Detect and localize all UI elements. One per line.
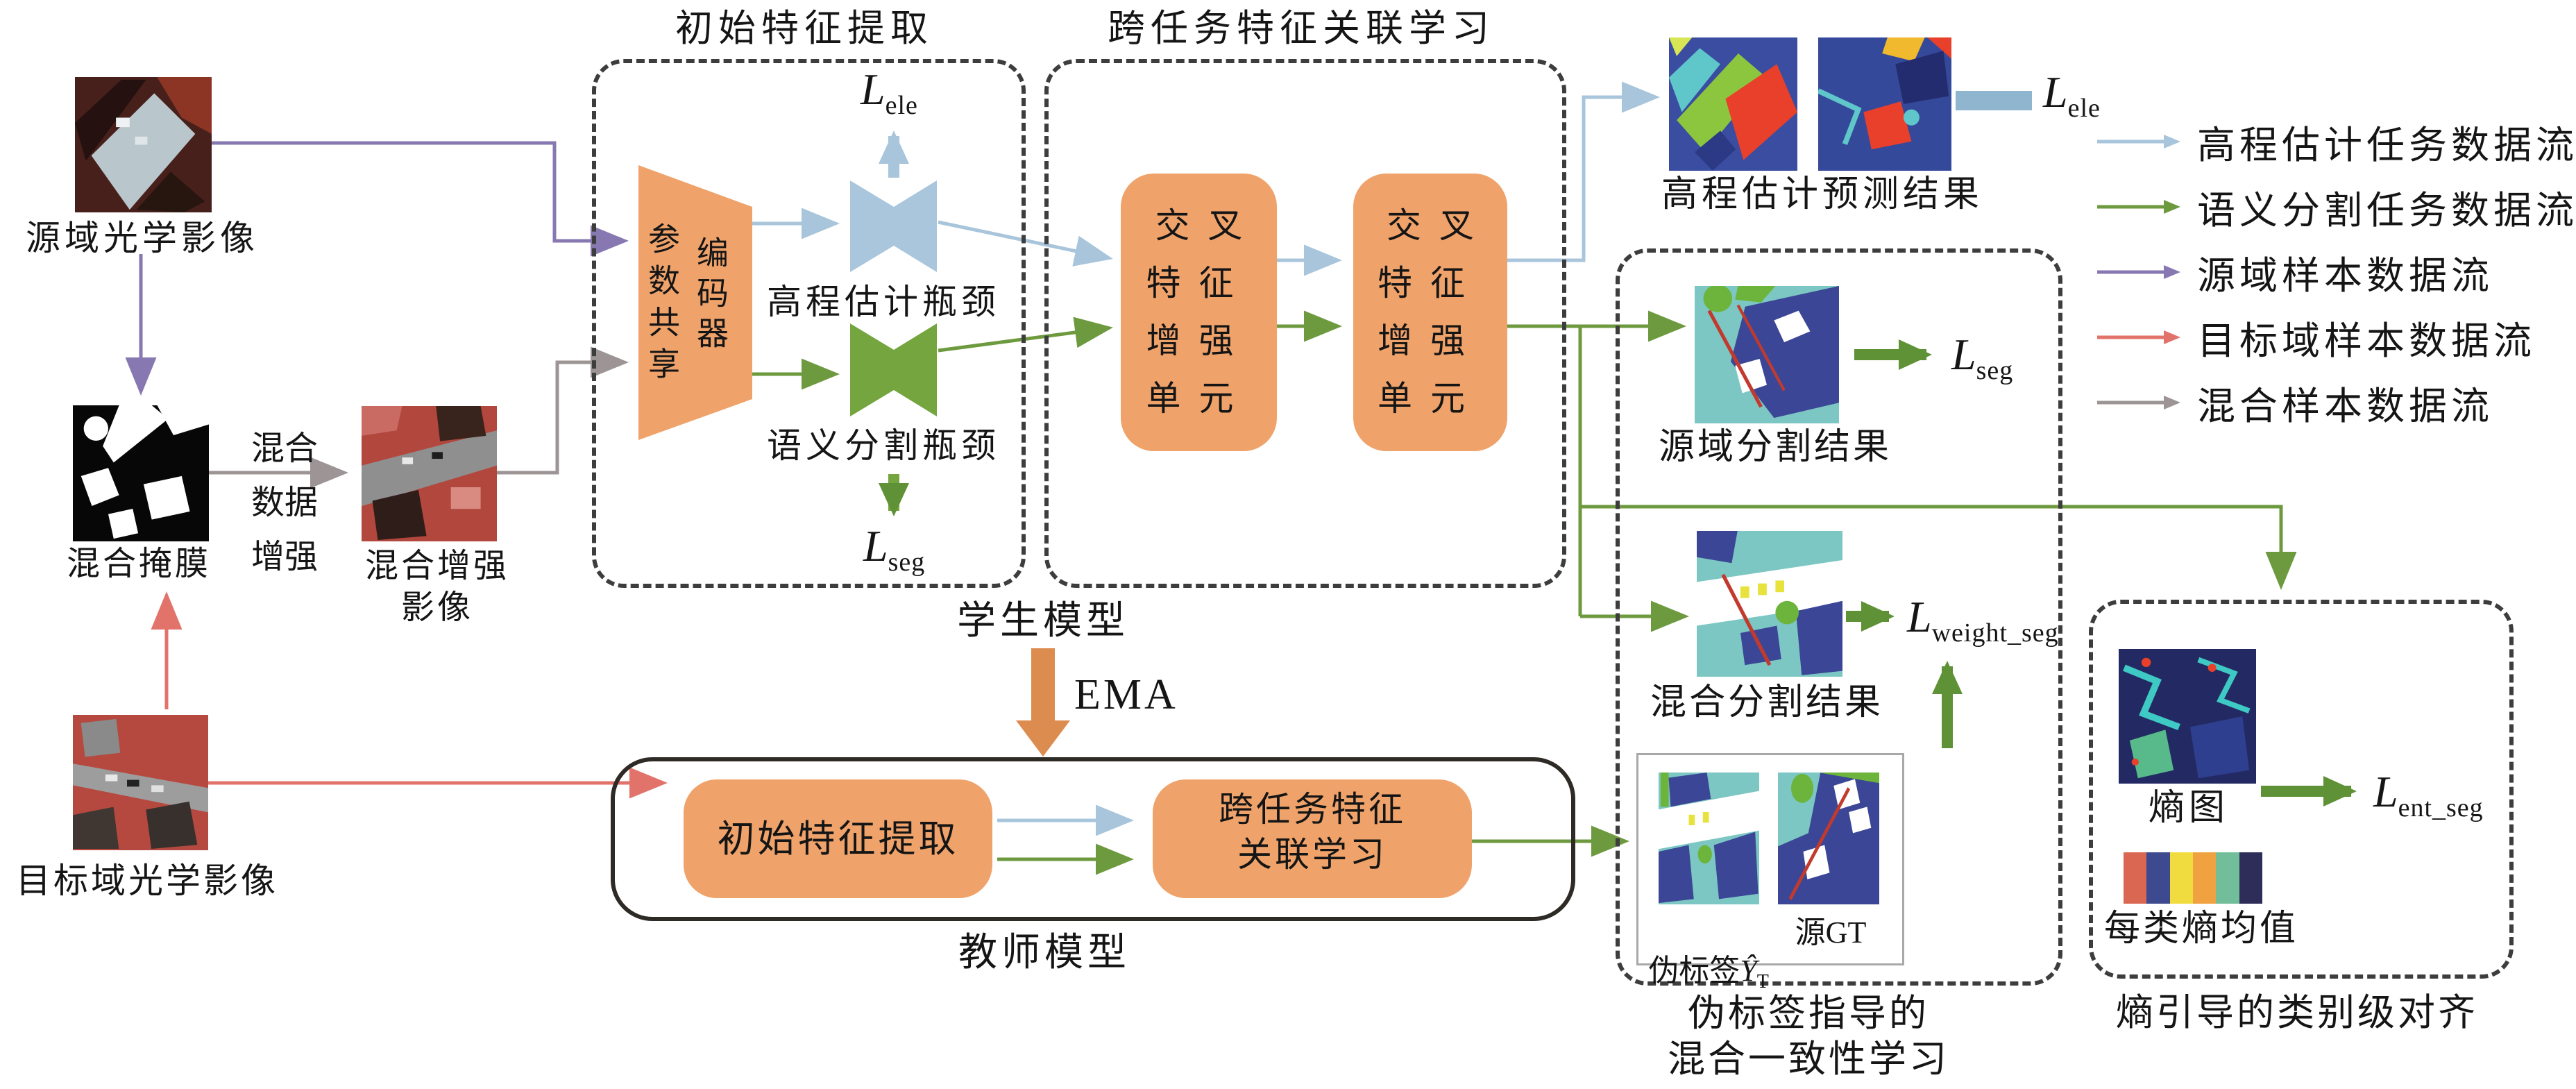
target-flow-arrow-icon	[2097, 330, 2180, 344]
source-flow-arrow-icon	[2097, 265, 2180, 279]
pseudo-label-consistency-box	[1616, 248, 2062, 986]
colorbar-segment	[2146, 852, 2170, 904]
elevation-result-caption: 高程估计预测结果	[1661, 175, 1983, 214]
elevation-flow-arrow-icon	[2097, 135, 2180, 149]
elevation-result-image-2	[1818, 37, 1951, 171]
legend-item-target: 目标域样本数据流	[2097, 312, 2576, 362]
cross-feature-unit-1	[1121, 174, 1277, 451]
cross-feature-unit-2	[1353, 174, 1507, 451]
flow-unit2-to-elevation-result	[1507, 81, 1660, 262]
loss-seg-bottleneck: Lseg	[863, 521, 926, 577]
cross-task-learning-box	[1044, 59, 1566, 588]
teacher-extract-module	[684, 779, 992, 898]
flow-mixed-to-encoder	[497, 346, 629, 475]
ema-arrow	[1016, 648, 1070, 757]
teacher-model-label: 教师模型	[958, 931, 1130, 974]
source-seg-caption: 源域分割结果	[1658, 428, 1892, 467]
source-gt-caption: 源GT	[1795, 915, 1867, 949]
mixing-mask-image	[73, 405, 209, 541]
student-model-label: 学生模型	[957, 600, 1129, 643]
loss-seg-result: Lseg	[1951, 330, 2014, 385]
teacher-cross-label: 跨任务特征 关联学习	[1219, 790, 1406, 874]
initial-extraction-title: 初始特征提取	[675, 8, 933, 49]
mixed-image-caption: 混合增强 影像	[364, 548, 509, 626]
loss-ele-result: Lele	[2043, 67, 2101, 123]
target-optical-image	[73, 715, 208, 850]
colorbar-segment	[2192, 852, 2217, 904]
initial-feature-extraction-box	[592, 59, 1026, 588]
ema-label: EMA	[1074, 671, 1178, 718]
consistency-caption: 伪标签指导的 混合一致性学习	[1668, 993, 1949, 1080]
loss-ent-seg: Lent_seg	[2373, 767, 2484, 822]
elevation-result-image-1	[1669, 37, 1797, 171]
mixed-flow-arrow-icon	[2097, 396, 2180, 410]
source-optical-image	[75, 77, 212, 212]
cross-feature-unit-1-label: 交叉 特征 增强 单元	[1146, 206, 1261, 418]
colorbar-segment	[2124, 852, 2147, 904]
entropy-map-image	[2119, 649, 2256, 784]
per-class-entropy-colorbar	[2124, 852, 2262, 904]
entropy-alignment-caption: 熵引导的类别级对齐	[2116, 992, 2478, 1033]
source-image-caption: 源域光学影像	[26, 219, 259, 258]
legend-item-source: 源域样本数据流	[2097, 247, 2576, 297]
encoder-text: 编码器	[693, 236, 728, 357]
shared-encoder-trapezoid	[638, 165, 752, 440]
mixed-augmented-image	[362, 406, 497, 541]
legend: 高程估计任务数据流 语义分割任务数据流 源域样本数据流 目标域样本数据流 混合样…	[2097, 117, 2576, 428]
flow-source-to-encoder	[212, 141, 629, 257]
elevation-bottleneck-label: 高程估计瓶颈	[767, 282, 1000, 321]
entropy-map-caption: 熵图	[2148, 788, 2229, 828]
augmentation-label: 混合 数据 增强	[251, 430, 318, 575]
encoder-param-share-text: 参数共享	[644, 222, 679, 389]
legend-item-mixed: 混合样本数据流	[2097, 378, 2576, 428]
source-gt-image	[1778, 773, 1879, 904]
pseudo-label-caption: 伪标签ŶT	[1648, 954, 1769, 993]
entropy-mean-caption: 每类熵均值	[2103, 909, 2298, 949]
target-image-caption: 目标域光学影像	[16, 861, 278, 900]
legend-item-segmentation: 语义分割任务数据流	[2097, 182, 2576, 232]
loss-weight-seg: Lweight_seg	[1907, 592, 2059, 648]
entropy-alignment-box	[2089, 600, 2514, 979]
segmentation-flow-arrow-icon	[2097, 200, 2180, 214]
loss-ele-bottleneck: Lele	[861, 65, 918, 120]
segmentation-bottleneck-label: 语义分割瓶颈	[767, 426, 1000, 465]
teacher-extract-label: 初始特征提取	[717, 818, 959, 860]
colorbar-segment	[2239, 852, 2262, 904]
colorbar-segment	[2169, 852, 2193, 904]
mixed-seg-caption: 混合分割结果	[1650, 683, 1883, 723]
legend-item-elevation: 高程估计任务数据流	[2097, 117, 2576, 167]
mixed-seg-result-image	[1697, 531, 1842, 677]
mask-caption: 混合掩膜	[66, 546, 211, 582]
flow-seg-to-entropy-box	[1580, 505, 2297, 590]
teacher-cross-module	[1153, 779, 1472, 898]
pseudo-label-image	[1659, 773, 1759, 904]
elevation-bottleneck-shape	[850, 180, 937, 272]
colorbar-segment	[2216, 852, 2239, 904]
cross-feature-unit-2-label: 交叉 特征 增强 单元	[1378, 206, 1492, 418]
segmentation-bottleneck-shape	[850, 323, 937, 416]
teacher-model-box	[611, 757, 1575, 921]
cross-task-title: 跨任务特征关联学习	[1108, 8, 1495, 49]
source-seg-result-image	[1695, 286, 1839, 423]
